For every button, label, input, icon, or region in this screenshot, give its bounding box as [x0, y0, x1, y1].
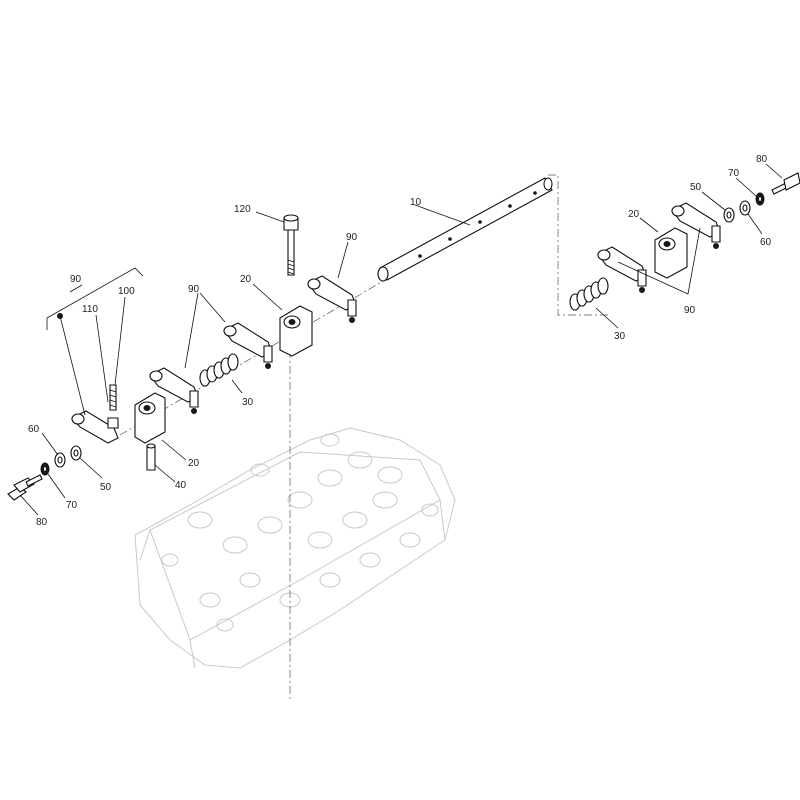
spring-right — [569, 277, 609, 311]
group-bracket — [46, 267, 144, 330]
callout-bolt: 120 — [234, 204, 251, 215]
callout-support-right: 20 — [628, 209, 640, 220]
cylinder-head-ghost — [134, 427, 456, 669]
rocker-arm-left-lower — [149, 367, 199, 414]
callout-lock-washer-left: 70 — [66, 500, 78, 511]
callout-washer-left: 50 — [100, 482, 112, 493]
callout-support-center: 20 — [240, 274, 252, 285]
spring-left — [199, 353, 239, 387]
shaft-support-right — [654, 227, 688, 279]
callout-shaft: 10 — [410, 197, 422, 208]
callout-rocker-group: 90 — [70, 274, 82, 285]
callout-spring-right: 30 — [614, 331, 626, 342]
callout-spring-left: 30 — [242, 397, 254, 408]
lock-washer-left — [40, 462, 50, 476]
rocker-arm-top — [307, 275, 357, 323]
screw-left — [7, 474, 43, 501]
ring-left — [54, 452, 66, 468]
rocker-shaft — [377, 177, 553, 282]
bolt — [283, 214, 299, 276]
rocker-arm-group — [71, 384, 119, 444]
shaft-support-left — [134, 392, 166, 444]
lock-washer-right — [755, 192, 765, 206]
washer-left — [70, 445, 82, 461]
rocker-arm-left-upper — [223, 322, 273, 369]
leader-lines — [19, 163, 783, 516]
shaft-support-center — [279, 305, 313, 357]
callout-screw-left: 80 — [36, 517, 48, 528]
pin — [146, 443, 156, 471]
callout-ring-right: 60 — [760, 237, 772, 248]
washer-right — [723, 207, 735, 223]
callout-rocker-pair-right: 90 — [684, 305, 696, 316]
callout-rocker-top: 90 — [346, 232, 358, 243]
callout-rocker-pair-left: 90 — [188, 284, 200, 295]
callout-screw-right: 80 — [756, 154, 768, 165]
callout-washer-right: 50 — [690, 182, 702, 193]
callout-ring-left: 60 — [28, 424, 40, 435]
rocker-arm-right-upper — [671, 202, 721, 249]
callout-adjust-screw: 100 — [118, 286, 135, 297]
callout-nut: 110 — [82, 304, 98, 315]
screw-right — [771, 172, 800, 195]
callout-support-left: 20 — [188, 458, 200, 469]
callout-lock-washer-right: 70 — [728, 168, 740, 179]
ring-right — [739, 200, 751, 216]
callout-pin: 40 — [175, 480, 187, 491]
